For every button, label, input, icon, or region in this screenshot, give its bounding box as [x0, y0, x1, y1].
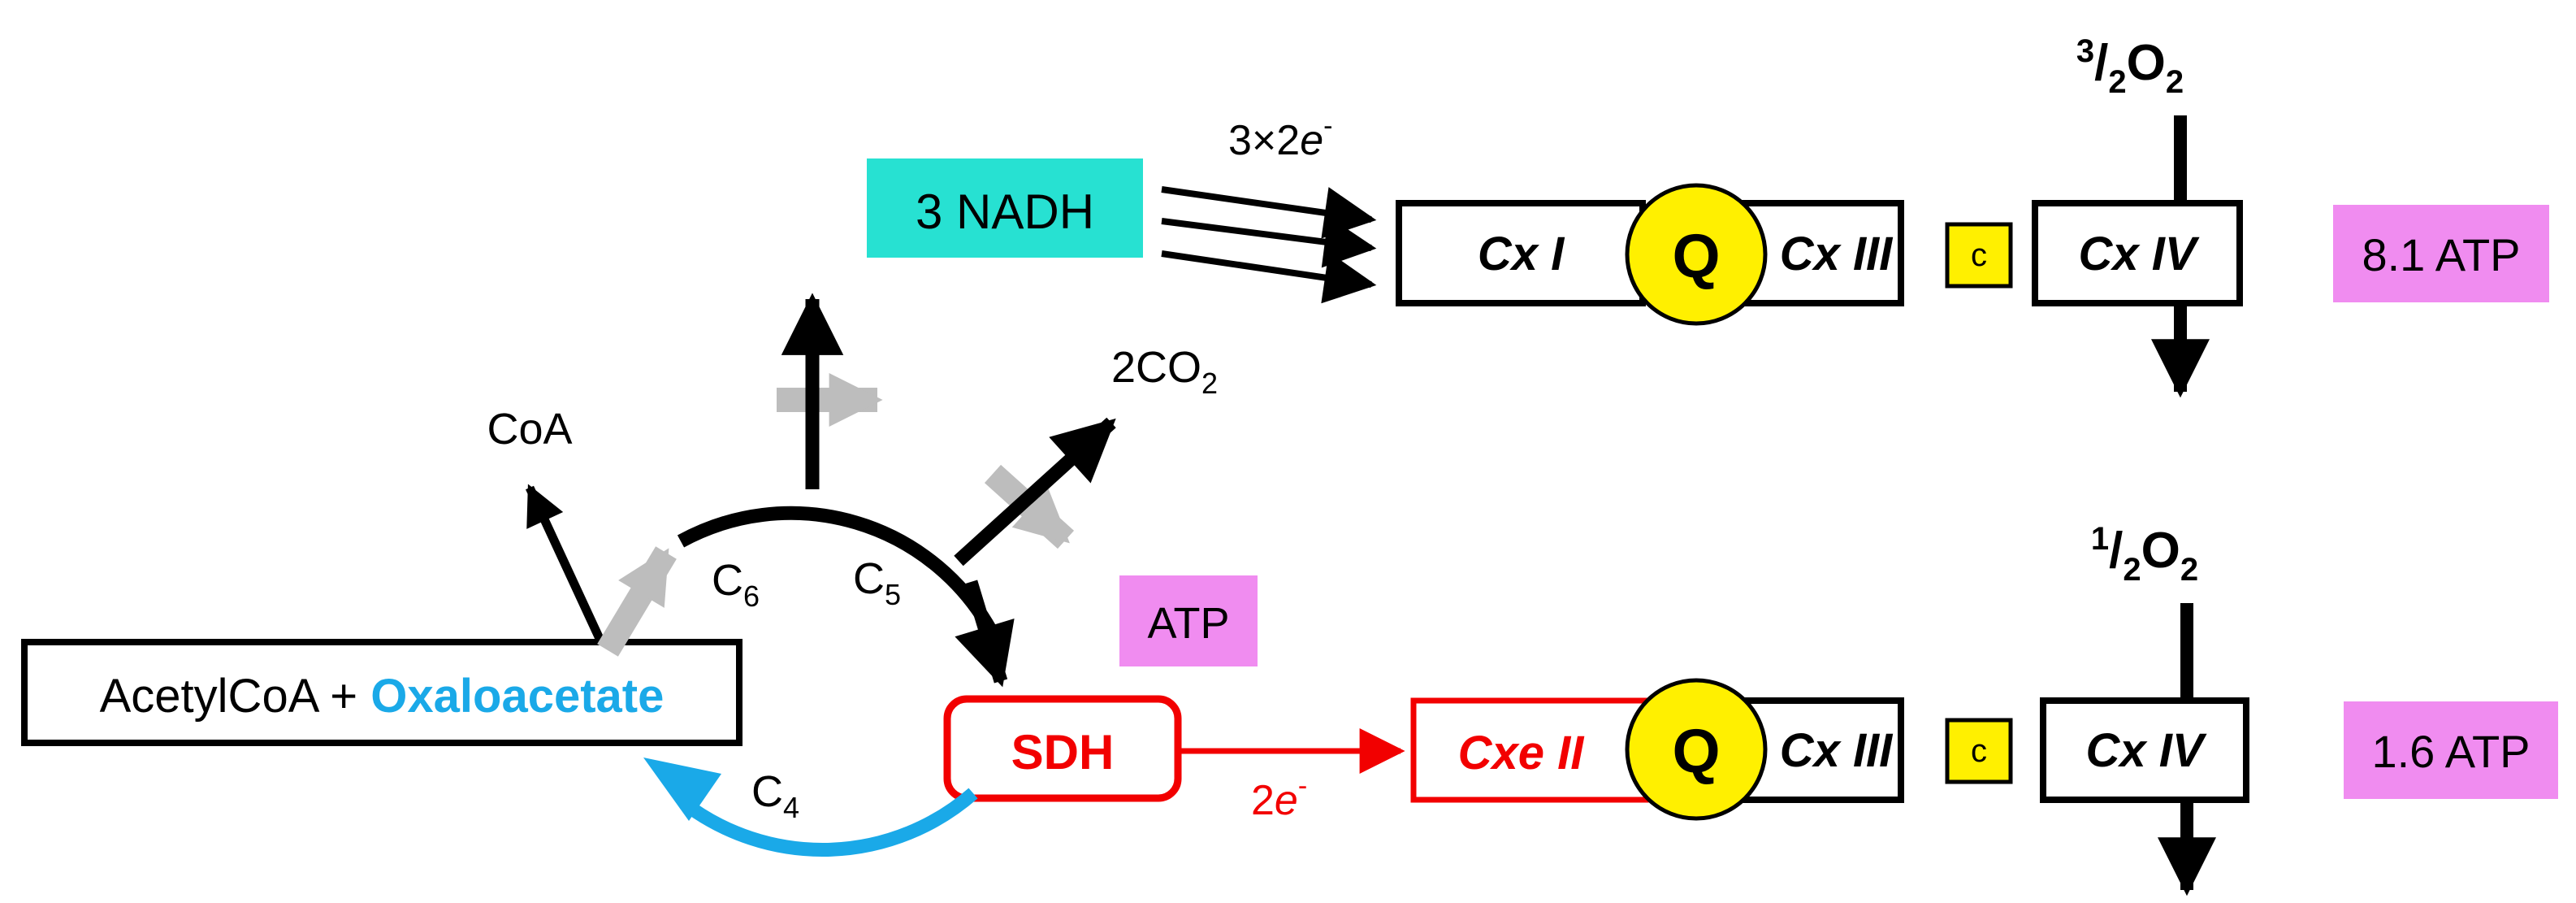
q-label-bottom: Q [1672, 717, 1720, 786]
atp-box-bottom [2344, 701, 2558, 799]
sdh-label: SDH [1011, 725, 1115, 779]
atp-box-top [2333, 205, 2549, 302]
electron-arrow-1 [1161, 186, 1377, 239]
electrons-label-bottom: 2e- [1251, 771, 1307, 824]
atp-box-cycle [1119, 575, 1258, 666]
complex-4-box-bottom [2040, 697, 2249, 803]
atp-label-cycle: ATP [1147, 599, 1229, 648]
complex-4-box-top [2032, 200, 2243, 306]
complex-3-label-top: Cx III [1780, 228, 1894, 280]
blue-arrowhead [643, 758, 721, 821]
complex-1-box [1396, 200, 1646, 306]
gray-arrow-left [597, 546, 677, 657]
c5-label: C5 [853, 554, 901, 611]
q-circle-bottom [1625, 678, 1768, 821]
atp-yield-bottom: 1.6 ATP [2371, 726, 2530, 777]
cycle-arc-blue [679, 788, 978, 857]
cytc-box-top [1945, 222, 2013, 289]
oxygen-label-top: 3/2O2 [2076, 33, 2184, 100]
gray-arrow-right [984, 464, 1075, 549]
complex-2-label: Cxe II [1458, 727, 1586, 779]
cytc-label-top: c [1971, 237, 1987, 273]
c6-label: C6 [712, 556, 760, 613]
complex-1-label: Cx I [1478, 228, 1565, 280]
sdh-box [943, 695, 1182, 802]
substrate-label: AcetylCoA + Oxaloacetate [100, 670, 665, 723]
complex-2-box [1410, 697, 1649, 803]
electron-arrow-2 [1161, 215, 1377, 268]
co2-label: 2CO2 [1111, 343, 1218, 400]
c4-label: C4 [751, 767, 799, 824]
q-circle-top [1625, 183, 1768, 326]
oxygen-label-bottom: 1/2O2 [2091, 521, 2198, 588]
cycle-arc-arrow [955, 580, 1015, 688]
atp-yield-top: 8.1 ATP [2362, 229, 2520, 280]
complex-4-label-bottom: Cx IV [2085, 724, 2206, 777]
nadh-box [867, 158, 1143, 258]
nadh-label: 3 NADH [916, 185, 1094, 239]
electrons-label-top: 3×2e- [1228, 111, 1332, 164]
complex-3-label-bottom: Cx III [1780, 724, 1894, 777]
substrate-box [21, 639, 742, 746]
cytc-label-bottom: c [1971, 733, 1987, 769]
coa-arrow [526, 484, 605, 645]
q-label-top: Q [1672, 222, 1720, 291]
cycle-arc-black [677, 506, 999, 638]
coa-label: CoA [487, 405, 572, 454]
electron-arrow-3 [1161, 250, 1377, 304]
complex-4-label-top: Cx IV [2078, 228, 2199, 280]
cytc-box-bottom [1945, 718, 2013, 784]
co2-arrow [954, 417, 1116, 567]
